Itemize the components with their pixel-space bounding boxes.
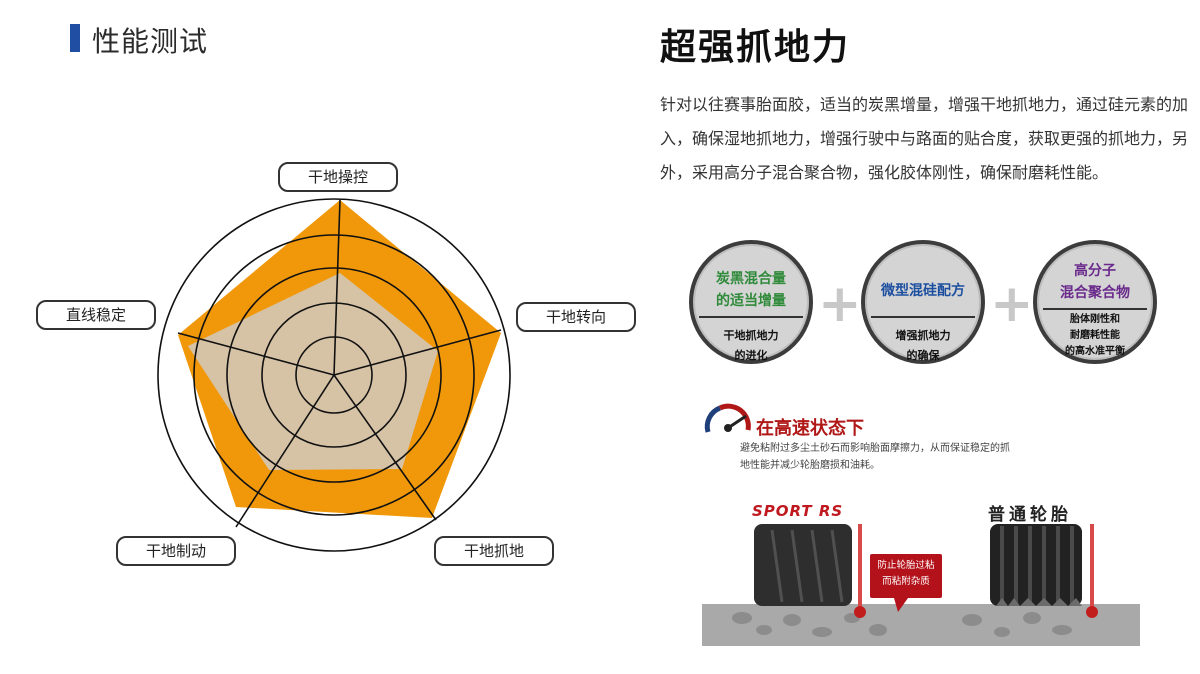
- description: 针对以往赛事胎面胶，适当的炭黑增量，增强干地抓地力，通过硅元素的加入，确保湿地抓…: [660, 95, 1189, 182]
- callout-line2: 而粘附杂质: [882, 576, 930, 587]
- feature-1-title-line1: 炭黑混合量: [716, 271, 786, 287]
- sport-rs-tire: [754, 524, 852, 606]
- high-speed-title: 在高速状态下: [756, 418, 864, 439]
- feature-3-desc-line3: 的高水准平衡: [1065, 346, 1125, 357]
- feature-3-desc-line2: 耐磨耗性能: [1070, 330, 1120, 341]
- callout-box: 防止轮胎过粘 而粘附杂质: [870, 554, 942, 598]
- callout-line1: 防止轮胎过粘: [877, 560, 935, 571]
- feature-2-title-line1: 微型混硅配方: [881, 283, 965, 299]
- feature-1-desc-line2: 的进化: [734, 349, 768, 362]
- thermometer-icon: [854, 524, 866, 618]
- high-speed-desc-line1: 避免粘附过多尘土砂石而影响胎面摩擦力，从而保证稳定的抓: [740, 443, 1010, 454]
- thermometer-icon: [1086, 524, 1098, 618]
- main-title: 超强抓地力: [660, 27, 851, 68]
- normal-tire-label: 普通轮胎: [988, 505, 1072, 525]
- section-title: 性能测试: [92, 25, 209, 58]
- feature-circle-silica: 微型混硅配方 增强抓地力 的确保: [861, 240, 985, 364]
- plus-icon: +: [990, 274, 1034, 334]
- tire-comparison-illustration: [702, 524, 1140, 646]
- section-title-bar: [70, 24, 80, 52]
- radar-label-left: 直线稳定: [36, 300, 156, 330]
- radar-axes: [177, 199, 502, 528]
- radar-label-top: 干地操控: [278, 162, 398, 192]
- radar-label-bottom-right: 干地抓地: [434, 536, 554, 566]
- feature-2-desc-line2: 的确保: [906, 349, 940, 362]
- road-surface: [702, 604, 1140, 646]
- feature-circle-polymer: 高分子 混合聚合物 胎体刚性和 耐磨耗性能 的高水准平衡: [1033, 240, 1157, 364]
- feature-3-title-line1: 高分子: [1074, 263, 1116, 279]
- speedometer-icon: [704, 403, 751, 433]
- feature-circle-carbon: 炭黑混合量 的适当增量 干地抓地力 的进化: [689, 240, 813, 364]
- sport-rs-label: SPORT RS: [752, 502, 844, 520]
- radar-rings: [157, 198, 511, 552]
- radar-chart: [157, 198, 511, 552]
- high-speed-description: 避免粘附过多尘土砂石而影响胎面摩擦力，从而保证稳定的抓 地性能并减少轮胎磨损和油…: [740, 440, 1060, 474]
- plus-icon: +: [818, 274, 862, 334]
- radar-inner-polygon: [188, 273, 438, 470]
- radar-label-bottom-left: 干地制动: [116, 536, 236, 566]
- feature-1-desc-line1: 干地抓地力: [723, 329, 779, 342]
- callout-pointer: [894, 598, 908, 612]
- feature-1-title-line2: 的适当增量: [716, 293, 786, 309]
- radar-label-right: 干地转向: [516, 302, 636, 332]
- normal-tire: [990, 524, 1082, 606]
- road-gravel: [732, 612, 1072, 637]
- feature-2-desc-line1: 增强抓地力: [895, 329, 951, 342]
- high-speed-desc-line2: 地性能并减少轮胎磨损和油耗。: [740, 460, 880, 471]
- feature-2-divider: [871, 316, 975, 318]
- feature-1-divider: [699, 316, 803, 318]
- feature-3-title-line2: 混合聚合物: [1060, 285, 1130, 301]
- feature-3-desc-line1: 胎体刚性和: [1070, 314, 1120, 325]
- feature-3-divider: [1043, 308, 1147, 310]
